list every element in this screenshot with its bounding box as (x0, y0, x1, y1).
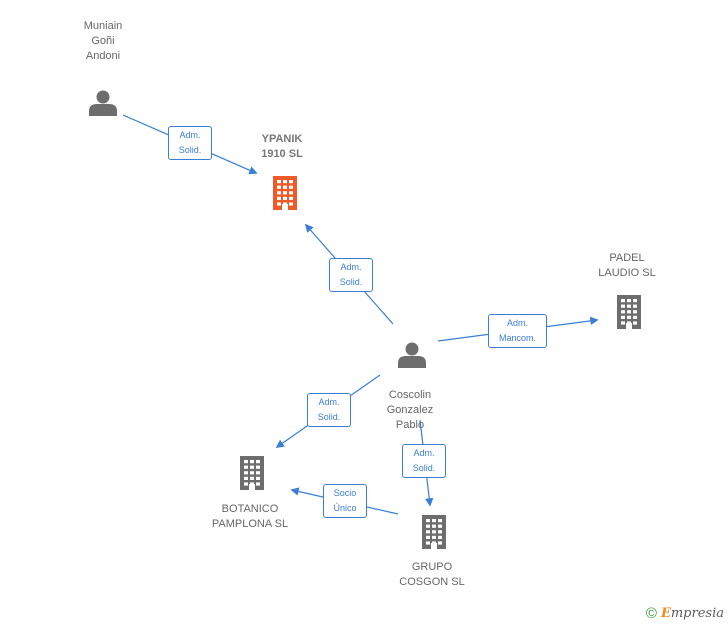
node-label-padel[interactable]: PADEL LAUDIO SL (598, 252, 656, 279)
brand-logo: Empresia (660, 606, 724, 621)
building-icon[interactable] (273, 176, 297, 210)
building-icon[interactable] (422, 515, 446, 549)
edge-label-coscolin-to-grupo[interactable]: Adm. Solid. (402, 444, 446, 478)
node-label-muniain[interactable]: Muniain Goñi Andoni (83, 20, 123, 62)
footer-brand: © Empresia (646, 605, 724, 622)
edge-label-coscolin-to-padel[interactable]: Adm. Mancom. (488, 314, 547, 348)
person-icon[interactable] (398, 342, 426, 369)
node-label-botanico[interactable]: BOTANICO PAMPLONA SL (211, 503, 289, 530)
copyright-symbol: © (645, 605, 657, 622)
node-label-ypanik[interactable]: YPANIK 1910 SL (261, 133, 303, 160)
building-icon[interactable] (617, 295, 641, 329)
node-label-coscolin[interactable]: Coscolin Gonzalez Pablo (386, 389, 434, 431)
edge-label-coscolin-to-botanico[interactable]: Adm. Solid. (307, 393, 351, 427)
person-icon[interactable] (89, 90, 117, 117)
edge-label-muniain-to-ypanik[interactable]: Adm. Solid. (168, 126, 212, 160)
edge-label-coscolin-to-ypanik[interactable]: Adm. Solid. (329, 258, 373, 292)
edge-label-grupo-to-botanico[interactable]: Socio Único (323, 484, 367, 518)
node-label-grupo[interactable]: GRUPO COSGON SL (399, 561, 465, 588)
building-icon[interactable] (240, 456, 264, 490)
